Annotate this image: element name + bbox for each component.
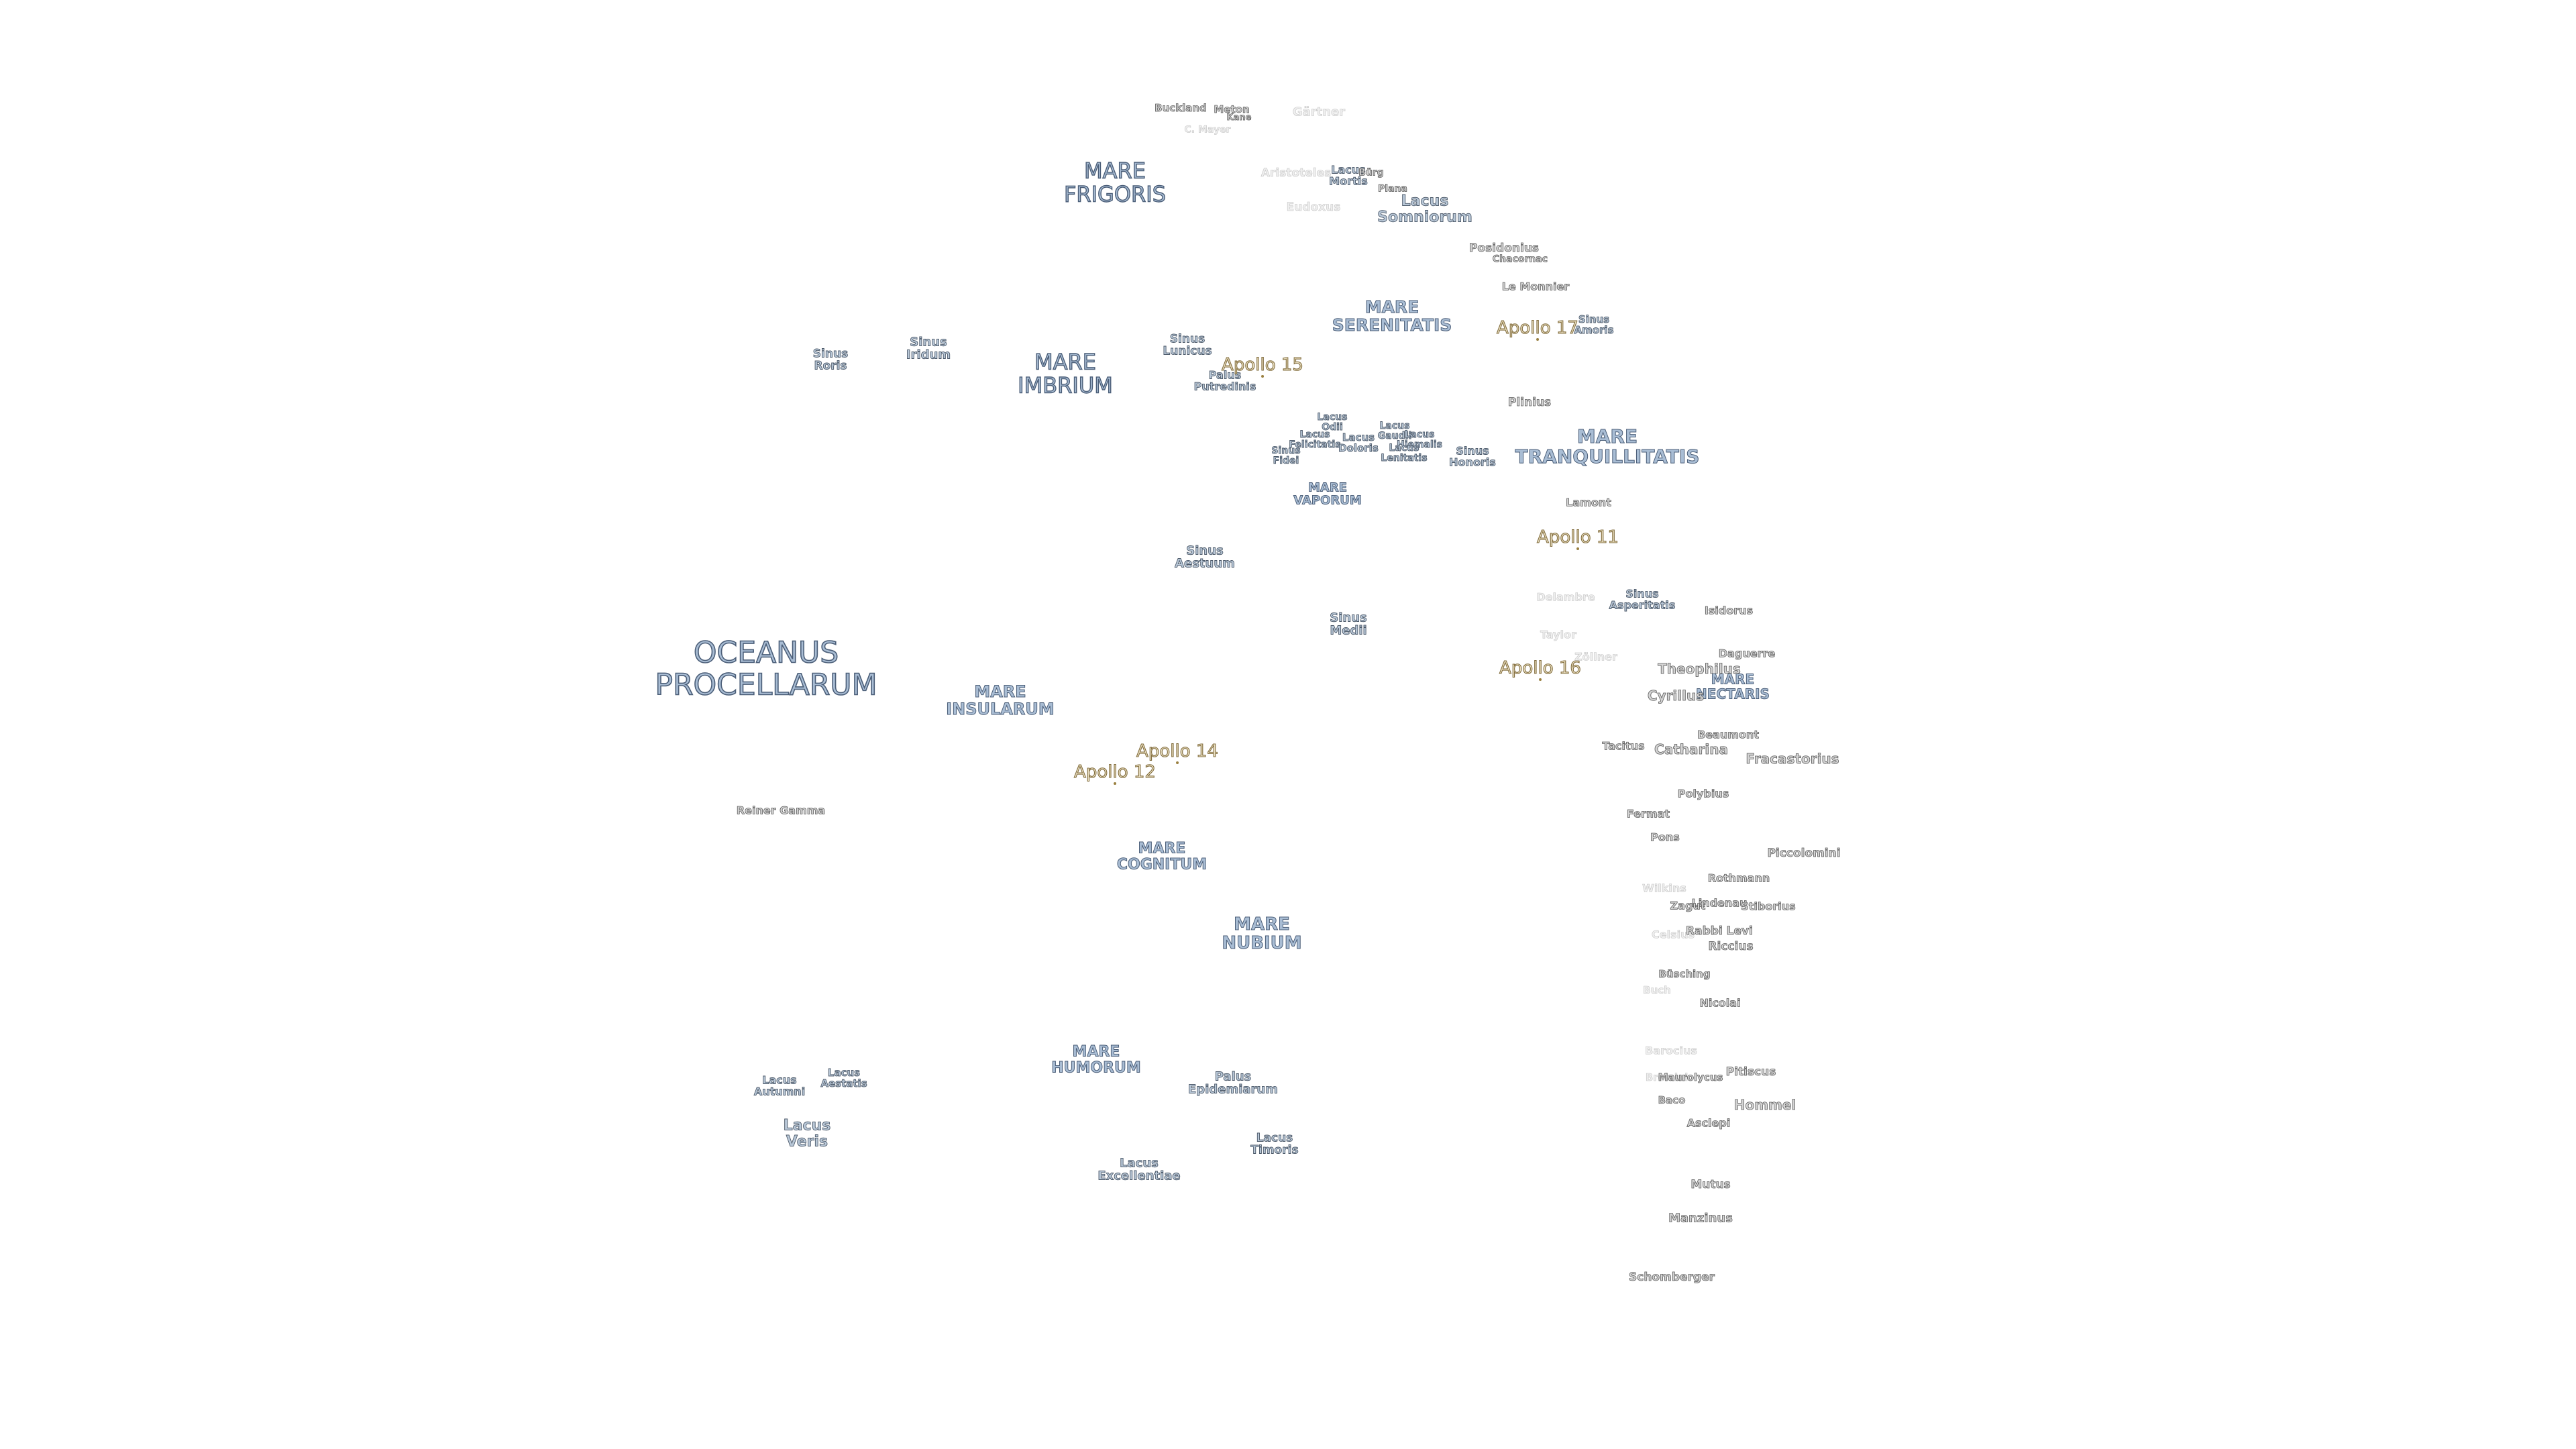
pons-label: Pons xyxy=(1650,830,1680,844)
fermat-label: Fermat xyxy=(1626,807,1670,820)
taylor-label: Taylor xyxy=(1540,628,1577,641)
lacus-autumni-label: Lacus Autumni xyxy=(753,1073,806,1098)
apollo-15-marker: Apollo 15 xyxy=(1221,354,1304,378)
gartner-label: Gärtner xyxy=(1292,105,1346,119)
mare-insularum-label: MARE INSULARUM xyxy=(946,682,1055,718)
polybius-label: Polybius xyxy=(1677,787,1729,800)
lacus-gaudii-label: Lacus Gaudii xyxy=(1377,420,1412,441)
mare-nubium-label: MARE NUBIUM xyxy=(1222,914,1302,953)
plana-label: Plana xyxy=(1378,183,1408,195)
lacus-somniorum-label: Lacus Somniorum xyxy=(1377,193,1473,225)
lacus-excellentiae-label: Lacus Excellentiae xyxy=(1097,1156,1181,1183)
chacornac-label: Chacornac xyxy=(1492,254,1548,265)
posidonius-label: Posidonius xyxy=(1468,241,1540,255)
mare-cognitum-label: MARE COGNITUM xyxy=(1116,840,1208,873)
lacus-hiemalis-label: Lacus Hiemalis xyxy=(1397,429,1443,450)
schomberger-label: Schomberger xyxy=(1629,1270,1715,1284)
sinus-honoris-label: Sinus Honoris xyxy=(1449,444,1497,469)
buch-label: Buch xyxy=(1643,983,1671,996)
burg-label: Bürg xyxy=(1358,167,1384,178)
mare-tranquillitatis-label: MARE TRANQUILLITATIS xyxy=(1515,425,1700,468)
rabbi-levi-label: Rabbi Levi xyxy=(1686,924,1754,938)
palus-putredinis-label: Palus Putredinis xyxy=(1193,368,1256,393)
mare-imbrium-label: MARE IMBRIUM xyxy=(1017,349,1113,398)
apollo-16-marker: Apollo 16 xyxy=(1499,657,1582,682)
sinus-roris-label: Sinus Roris xyxy=(812,347,849,373)
c-mayer-label: C. Mayer xyxy=(1184,124,1231,136)
lamont-label: Lamont xyxy=(1566,496,1611,509)
aristoteles-label: Aristoteles xyxy=(1260,166,1332,180)
isidorus-label: Isidorus xyxy=(1704,604,1754,617)
sinus-asperitatis-label: Sinus Asperitatis xyxy=(1609,587,1676,612)
reiner-gamma-label: Reiner Gamma xyxy=(736,804,826,817)
plinius-label: Plinius xyxy=(1507,395,1552,409)
wilkins-label: Wilkins xyxy=(1642,881,1686,895)
buckland-label: Buckland xyxy=(1155,101,1207,114)
mare-humorum-label: MARE HUMORUM xyxy=(1051,1043,1142,1076)
rothmann-label: Rothmann xyxy=(1707,871,1770,885)
sinus-fidei-label: Sinus Fidei xyxy=(1271,445,1301,466)
cyrillus-label: Cyrillus xyxy=(1647,688,1705,704)
catharina-label: Catharina xyxy=(1654,741,1729,758)
piccolomini-label: Piccolomini xyxy=(1767,846,1841,860)
sinus-iridum-label: Sinus Iridum xyxy=(906,335,951,362)
oceanus-procellarum-label: OCEANUS PROCELLARUM xyxy=(655,635,878,702)
sinus-medii-label: Sinus Medii xyxy=(1330,610,1367,638)
lacus-doloris-label: Lacus Doloris xyxy=(1338,431,1379,454)
celsius-label: Celsius xyxy=(1652,928,1695,941)
apollo-11-marker: Apollo 11 xyxy=(1536,527,1619,551)
zollner-label: Zöllner xyxy=(1574,650,1617,663)
breislak-label: Breislak xyxy=(1645,1071,1692,1083)
lacus-odii-label: Lacus Odii xyxy=(1317,411,1348,433)
stiborius-label: Stiborius xyxy=(1741,900,1796,913)
lacus-timoris-label: Lacus Timoris xyxy=(1250,1131,1299,1157)
apollo-14-marker: Apollo 14 xyxy=(1136,741,1219,765)
pitiscus-label: Pitiscus xyxy=(1725,1065,1776,1079)
asclepi-label: Asclepi xyxy=(1686,1116,1731,1130)
mare-vaporum-label: MARE VAPORUM xyxy=(1293,480,1362,508)
delambre-label: Delambre xyxy=(1536,590,1595,604)
lindenau-label: Lindenau xyxy=(1691,896,1748,910)
meton-label: Meton xyxy=(1214,103,1250,115)
sinus-amoris-label: Sinus Amoris xyxy=(1574,313,1614,336)
mare-frigoris-label: MARE FRIGORIS xyxy=(1063,158,1167,207)
zagut-label: Zagut xyxy=(1670,899,1706,912)
maurolycus-label: Maurolycus xyxy=(1658,1071,1723,1083)
mutus-label: Mutus xyxy=(1690,1177,1731,1191)
lacus-aestatis-label: Lacus Aestatis xyxy=(820,1066,867,1089)
kane-label: Kane xyxy=(1226,112,1252,123)
mare-nectaris-label: MARE NECTARIS xyxy=(1696,671,1770,702)
theophilus-label: Theophilus xyxy=(1658,661,1741,678)
baco-label: Baco xyxy=(1658,1093,1686,1106)
manzinus-label: Manzinus xyxy=(1668,1211,1733,1226)
tacitus-label: Tacitus xyxy=(1602,739,1645,753)
sinus-aestuum-label: Sinus Aestuum xyxy=(1175,543,1236,571)
riccius-label: Riccius xyxy=(1708,939,1754,953)
nicolai-label: Nicolai xyxy=(1699,996,1741,1010)
daguerre-label: Daguerre xyxy=(1718,647,1776,660)
fracastorius-label: Fracastorius xyxy=(1746,751,1839,767)
lacus-veris-label: Lacus Veris xyxy=(783,1117,831,1150)
eudoxus-label: Eudoxus xyxy=(1286,200,1341,214)
apollo-17-marker: Apollo 17 xyxy=(1496,317,1579,341)
le-monnier-label: Le Monnier xyxy=(1501,280,1570,293)
palus-epidemiarum-label: Palus Epidemiarum xyxy=(1188,1069,1279,1097)
buching-label: Büsching xyxy=(1658,967,1711,980)
sinus-lunicus-label: Sinus Lunicus xyxy=(1163,332,1212,358)
beaumont-label: Beaumont xyxy=(1697,728,1760,741)
lacus-mortis-label: Lacus Mortis xyxy=(1329,163,1368,188)
lacus-felicitatis-label: Lacus Felicitatis xyxy=(1289,429,1341,450)
apollo-12-marker: Apollo 12 xyxy=(1073,761,1157,786)
mare-serenitatis-label: MARE SERENITATIS xyxy=(1332,297,1452,335)
barocius-label: Barocius xyxy=(1645,1044,1697,1057)
lacus-lenitatis-label: Lacus Lenitatis xyxy=(1381,442,1428,464)
hommel-label: Hommel xyxy=(1733,1097,1796,1114)
